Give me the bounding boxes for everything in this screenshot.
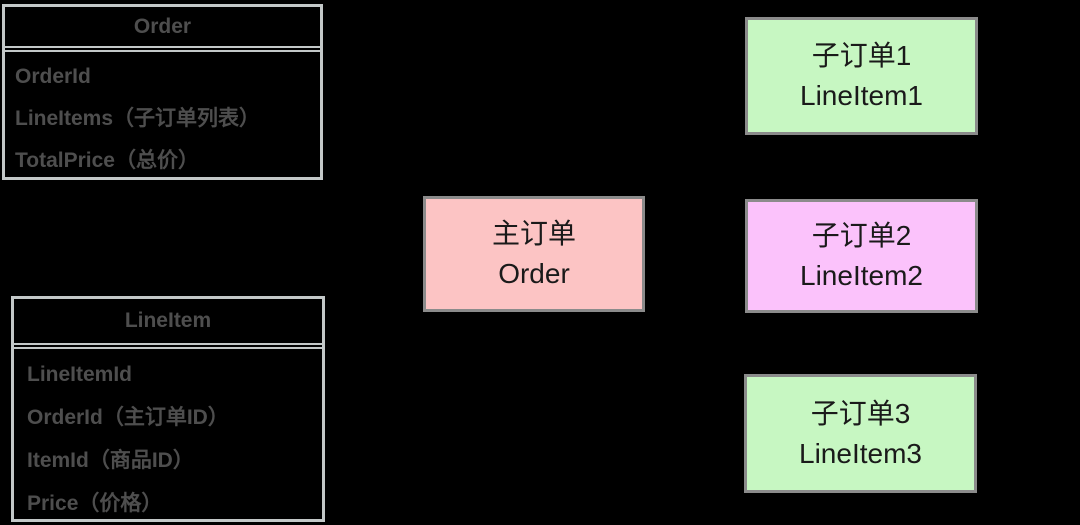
- lineitem-field-orderid: OrderId（主订单ID）: [27, 406, 229, 429]
- sub-order-3-node: 子订单3 LineItem3: [744, 374, 977, 493]
- lineitem-field-price: Price（价格）: [27, 492, 163, 515]
- sub-order-2-label-zh: 子订单2: [811, 220, 912, 251]
- sub-order-2-label-en: LineItem2: [800, 260, 923, 291]
- lineitem-table-body: LineItemId OrderId（主订单ID） ItemId（商品ID） P…: [14, 347, 322, 525]
- order-table-body: OrderId LineItems（子订单列表） TotalPrice（总价）: [5, 50, 320, 182]
- sub-order-1-label-en: LineItem1: [800, 80, 923, 111]
- sub-order-1-node: 子订单1 LineItem1: [745, 17, 978, 135]
- main-order-node: 主订单 Order: [423, 196, 645, 312]
- arrow-main-to-sub1: [636, 122, 762, 202]
- order-field-totalprice: TotalPrice（总价）: [15, 149, 199, 172]
- sub-order-2-node: 子订单2 LineItem2: [745, 199, 978, 313]
- lineitem-field-lineitemid: LineItemId: [27, 363, 133, 386]
- order-field-orderid: OrderId: [15, 65, 91, 88]
- main-order-label-en: Order: [498, 258, 570, 289]
- arrow-main-to-sub3: [636, 304, 762, 381]
- lineitem-field-itemid: ItemId（商品ID）: [27, 449, 194, 472]
- sub-order-3-label-zh: 子订单3: [810, 397, 911, 429]
- order-schema-table: Order OrderId LineItems（子订单列表） TotalPric…: [2, 4, 323, 180]
- main-order-label-zh: 主订单: [491, 218, 576, 249]
- order-field-lineitems: LineItems（子订单列表）: [15, 107, 261, 130]
- sub-order-1-label-zh: 子订单1: [811, 40, 912, 71]
- lineitem-table-title: LineItem: [14, 299, 322, 345]
- order-table-title: Order: [5, 7, 320, 48]
- sub-order-3-label-en: LineItem3: [799, 437, 922, 469]
- lineitem-schema-table: LineItem LineItemId OrderId（主订单ID） ItemI…: [11, 296, 325, 522]
